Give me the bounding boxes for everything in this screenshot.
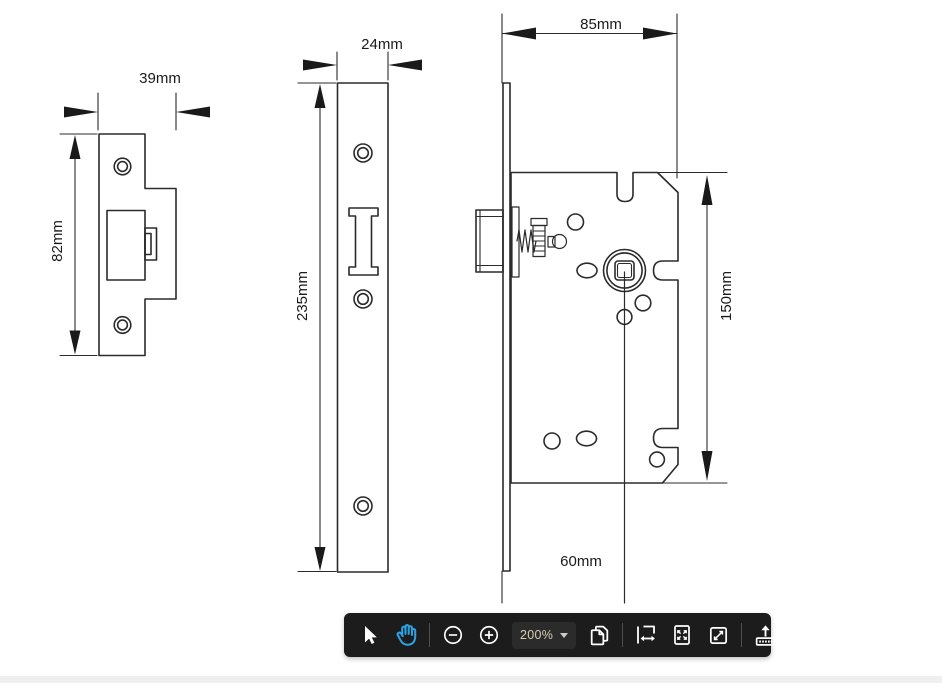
fit-page-icon bbox=[674, 625, 691, 645]
pan-hand-button[interactable] bbox=[393, 622, 419, 648]
lock-case-backset-label: 60mm bbox=[560, 553, 602, 570]
export-measure-button[interactable] bbox=[752, 622, 778, 648]
fit-page-button[interactable] bbox=[669, 622, 695, 648]
upload-ruler-icon bbox=[755, 624, 775, 646]
strike-plate-width-dimension bbox=[64, 92, 210, 131]
actual-size-button[interactable] bbox=[705, 622, 731, 648]
drawing-canvas[interactable]: 39mm 82mm 24mm 235mm 85mm 150mm 60mm bbox=[0, 0, 942, 660]
cursor-arrow-icon bbox=[365, 626, 377, 644]
strike-plate-drawing bbox=[59, 92, 210, 357]
zoom-out-button[interactable] bbox=[440, 622, 466, 648]
faceplate-latch-slot bbox=[348, 207, 379, 276]
toolbar-divider bbox=[741, 623, 743, 647]
latch-bolt bbox=[475, 206, 520, 278]
faceplate-drawing bbox=[297, 51, 422, 573]
strike-plate-latch-opening bbox=[106, 209, 158, 281]
lock-case-outline bbox=[510, 171, 679, 484]
zoom-in-button[interactable] bbox=[476, 622, 502, 648]
select-cursor-button[interactable] bbox=[357, 622, 383, 648]
faceplate-screw-holes bbox=[353, 143, 373, 516]
chevron-down-icon bbox=[560, 632, 569, 638]
viewer-toolbar: 200% bbox=[344, 613, 775, 657]
actual-size-icon bbox=[709, 626, 727, 644]
lock-case-height-label: 150mm bbox=[718, 271, 735, 321]
fit-width-icon bbox=[637, 625, 656, 644]
latch-spring-mechanism bbox=[516, 217, 568, 258]
strike-plate-height-dimension bbox=[59, 133, 98, 357]
strike-plate-height-label: 82mm bbox=[49, 220, 66, 262]
lock-case-width-dimension bbox=[501, 13, 678, 604]
strike-plate-width-label: 39mm bbox=[139, 70, 181, 87]
lock-case-height-dimension bbox=[657, 171, 728, 484]
lock-case-width-label: 85mm bbox=[580, 16, 622, 33]
toolbar-divider bbox=[429, 623, 430, 647]
strike-plate-outline bbox=[98, 133, 177, 357]
faceplate-width-label: 24mm bbox=[361, 36, 403, 53]
lock-case-holes bbox=[543, 213, 666, 468]
copy-pages-button[interactable] bbox=[586, 622, 612, 648]
faceplate-width-dimension bbox=[303, 51, 422, 81]
pages-icon bbox=[590, 625, 608, 645]
faceplate-height-label: 235mm bbox=[294, 271, 311, 321]
lock-drawing: 39mm 82mm 24mm 235mm 85mm 150mm 60mm bbox=[49, 13, 735, 604]
faceplate-height-dimension bbox=[297, 82, 337, 573]
zoom-level-select[interactable]: 200% bbox=[512, 621, 577, 649]
faceplate-outline bbox=[336, 82, 389, 573]
lock-case-drawing bbox=[475, 13, 728, 604]
strike-plate-screw-holes bbox=[113, 157, 132, 335]
minus-circle-icon bbox=[443, 625, 463, 645]
bottom-divider-strip bbox=[0, 676, 942, 683]
zoom-level-value: 200% bbox=[520, 628, 554, 642]
toolbar-divider bbox=[622, 623, 624, 647]
lock-forend-strip bbox=[502, 82, 511, 572]
fit-width-button[interactable] bbox=[633, 622, 659, 648]
hand-icon bbox=[396, 624, 417, 646]
plus-circle-icon bbox=[479, 625, 499, 645]
